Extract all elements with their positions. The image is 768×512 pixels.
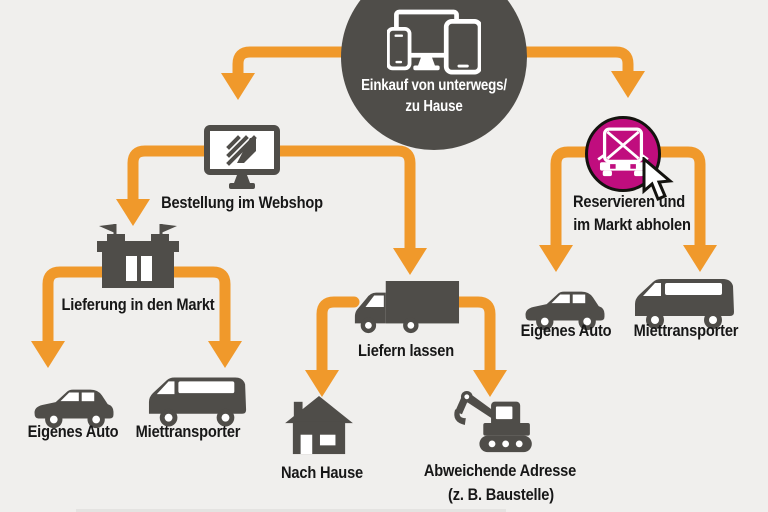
- root-label-line1: Einkauf von unterwegs/: [361, 77, 507, 94]
- market-van-label: Miettransporter: [135, 422, 241, 441]
- market-car-label: Eigenes Auto: [27, 422, 119, 441]
- market-label: Lieferung in den Markt: [61, 295, 215, 314]
- excavator-icon: [451, 390, 535, 456]
- site-label-line1: Abweichende Adresse: [423, 461, 577, 480]
- reserve-label-line2: im Markt abholen: [573, 215, 691, 234]
- root-label-line2: zu Hause: [405, 98, 463, 115]
- home-label: Nach Hause: [281, 463, 363, 482]
- delivery-label: Liefern lassen: [358, 341, 454, 360]
- devices-icon: [387, 8, 481, 78]
- car-icon: [32, 380, 116, 432]
- car-icon: [523, 282, 607, 334]
- monitor-webshop-icon: [204, 125, 280, 189]
- van-icon: [629, 272, 743, 334]
- delivery-truck-icon: [351, 281, 461, 335]
- site-label-line2: (z. B. Baustelle): [448, 485, 554, 504]
- van-icon: [147, 370, 251, 432]
- reserve-click-icon: [585, 116, 661, 192]
- webshop-label: Bestellung im Webshop: [161, 193, 323, 212]
- house-icon: [284, 396, 354, 456]
- reserve-van-label: Miettransporter: [633, 321, 739, 340]
- mouse-cursor-icon: [640, 155, 680, 213]
- reserve-car-label: Eigenes Auto: [520, 321, 612, 340]
- market-building-icon: [97, 224, 179, 292]
- bottom-crop-edge: [76, 509, 506, 512]
- root-node-circle: [341, 0, 527, 150]
